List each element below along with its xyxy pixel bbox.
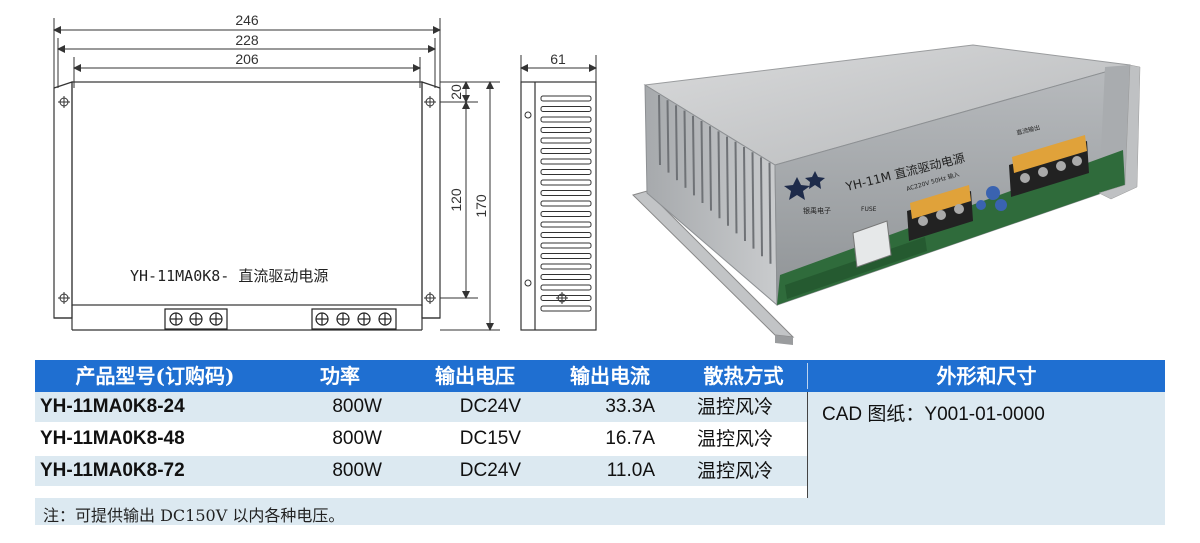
- dim-body-width: 206: [235, 51, 259, 67]
- output-terminal-block: [1009, 135, 1089, 197]
- vent-slot: [540, 190, 592, 196]
- photo-vent-slot: [743, 146, 746, 242]
- cad-drawing-ref: CAD 图纸：Y001-01-0000: [822, 404, 1045, 425]
- photo-vent-slot: [683, 110, 687, 188]
- table-note: 注：可提供输出 DC150V 以内各种电压。: [43, 506, 345, 525]
- cell-current: 16.7A: [605, 428, 655, 449]
- cell-cooling: 温控风冷: [697, 428, 774, 450]
- drawing-svg: 246 228 206 YH-11MA0K8- 直流驱动电源: [53, 12, 597, 331]
- vent-slot: [540, 95, 592, 102]
- vent-slot: [540, 106, 592, 112]
- header-dimensions: 外形和尺寸: [936, 364, 1037, 388]
- vent-slot: [540, 158, 592, 165]
- table-header: 产品型号(订购码) 功率 输出电压 输出电流 散热方式 外形和尺寸: [35, 360, 1165, 392]
- vent-slot: [540, 179, 592, 186]
- photo-vent-slot: [768, 162, 772, 264]
- cell-current: 33.3A: [605, 396, 655, 417]
- product-illustration: 银禹电子 YH-11M 直流驱动电源 AC220V 50Hz 输入 FUSE 直…: [632, 44, 1141, 345]
- vent-slot: [540, 211, 592, 217]
- photo-vent-slot: [675, 105, 678, 181]
- product-photo: 银禹电子 YH-11M 直流驱动电源 AC220V 50Hz 输入 FUSE 直…: [625, 15, 1185, 345]
- dim-mount-height: 120: [448, 188, 464, 212]
- vent-slot: [540, 263, 592, 270]
- input-terminal-block: [907, 185, 973, 241]
- dimensions-cell: CAD 图纸：Y001-01-0000: [808, 392, 1165, 498]
- photo-vent-slot: [658, 94, 661, 166]
- dim-overall-width: 246: [235, 12, 259, 28]
- photo-fuse-label: FUSE: [861, 206, 877, 213]
- photo-vent-slot: [760, 157, 763, 257]
- photo-vent-slot: [666, 100, 670, 173]
- vent-slot: [540, 274, 592, 280]
- vent-slot: [540, 148, 592, 154]
- cell-cooling: 温控风冷: [697, 396, 774, 418]
- note-row: 注：可提供输出 DC150V 以内各种电压。: [35, 498, 1165, 525]
- brand-label: 银禹电子: [803, 206, 831, 215]
- header-power: 功率: [320, 364, 360, 388]
- dim-mount-width: 228: [235, 32, 259, 48]
- vent-slot: [540, 116, 592, 123]
- dim-side-depth: 61: [550, 51, 566, 67]
- technical-drawing: 246 228 206 YH-11MA0K8- 直流驱动电源: [0, 0, 620, 350]
- photo-vent-slot: [700, 120, 704, 204]
- cell-power: 800W: [332, 396, 382, 417]
- column-divider: [807, 392, 808, 498]
- photo-vent-slot: [751, 152, 755, 249]
- front-view-label: YH-11MA0K8- 直流驱动电源: [130, 267, 328, 285]
- header-model: 产品型号(订购码): [75, 364, 235, 388]
- cell-model: YH-11MA0K8-24: [40, 396, 185, 417]
- cell-model: YH-11MA0K8-48: [40, 428, 185, 449]
- vent-slot: [540, 137, 592, 144]
- header-voltage: 输出电压: [435, 364, 515, 388]
- table-row: YH-11MA0K8-48 800W DC15V 16.7A 温控风冷: [35, 424, 807, 454]
- spec-table: 产品型号(订购码) 功率 输出电压 输出电流 散热方式 外形和尺寸 YH-11M…: [35, 360, 1165, 525]
- cell-voltage: DC24V: [459, 396, 521, 417]
- table-row: YH-11MA0K8-24 800W DC24V 33.3A 温控风冷: [35, 392, 807, 422]
- dim-overall-height: 170: [473, 194, 489, 218]
- vent-slot: [540, 253, 592, 259]
- dim-edge-offset: 20: [448, 84, 464, 100]
- photo-vent-slot: [692, 115, 695, 196]
- vent-slot: [540, 242, 592, 249]
- vent-slot: [540, 127, 592, 133]
- photo-vent-slot: [709, 126, 712, 211]
- header-cooling: 散热方式: [703, 364, 784, 388]
- fuse-holder: [852, 220, 892, 268]
- vent-slot: [540, 169, 592, 175]
- photo-vent-slot: [717, 131, 721, 219]
- cell-power: 800W: [332, 428, 382, 449]
- cell-model: YH-11MA0K8-72: [40, 460, 185, 481]
- vent-slot: [540, 295, 592, 301]
- cell-current: 11.0A: [606, 460, 655, 481]
- cell-voltage: DC24V: [459, 460, 521, 481]
- table-row: YH-11MA0K8-72 800W DC24V 11.0A 温控风冷: [35, 456, 807, 486]
- brand-logo-icon: [784, 171, 825, 200]
- side-view: [520, 81, 597, 331]
- vent-slot: [540, 221, 592, 228]
- cell-voltage: DC15V: [459, 428, 521, 449]
- vent-slot: [540, 284, 592, 291]
- vent-slot: [540, 305, 592, 312]
- header-current: 输出电流: [570, 364, 650, 388]
- cell-cooling: 温控风冷: [697, 460, 774, 482]
- vent-slot: [540, 200, 592, 207]
- cell-power: 800W: [332, 460, 382, 481]
- photo-vent-slot: [726, 136, 729, 226]
- photo-vent-slot: [734, 141, 738, 234]
- vent-slot: [540, 232, 592, 238]
